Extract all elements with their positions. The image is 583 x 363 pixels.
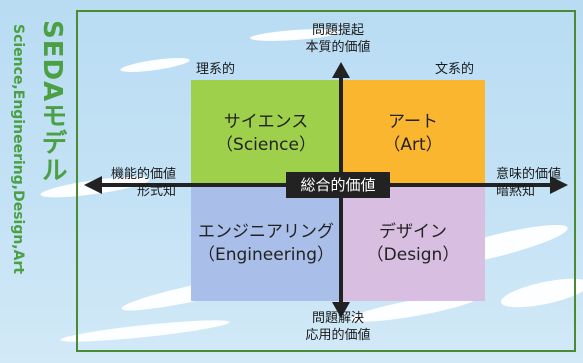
model-title: SEDAモデル (37, 20, 67, 184)
quadrant-science-name: サイエンス (223, 111, 309, 132)
bottom-axis-label: 問題解決 応用的価値 (288, 310, 388, 344)
quadrant-science: サイエンス （Science） (191, 80, 341, 187)
right-arrowhead-icon (550, 176, 568, 194)
left-axis-label-line1: 機能的価値 (110, 167, 176, 182)
center-badge: 総合的価値 (286, 172, 390, 198)
model-subtitle: Science,Engineering,Design,Art (10, 24, 26, 275)
bottom-axis-label-line1: 問題解決 (311, 311, 364, 326)
left-axis-label-line2: 形式知 (136, 184, 176, 199)
quadrant-art: アート （Art） (341, 80, 485, 187)
science-side-label: 理系的 (196, 62, 236, 77)
quadrant-art-name: アート (388, 111, 438, 132)
humanities-side-label: 文系的 (435, 62, 475, 77)
up-arrowhead-icon (332, 62, 350, 78)
quadrant-design-en: （Design） (366, 245, 460, 265)
left-arrowhead-icon (84, 176, 102, 194)
quadrant-science-en: （Science） (216, 134, 316, 155)
right-axis-label: 意味的価値 暗黙知 (496, 166, 576, 200)
quadrant-design-name: デザイン (379, 222, 447, 242)
quadrant-engineering-name: エンジニアリング (198, 222, 334, 242)
quadrant-engineering-en: （Engineering） (198, 245, 334, 265)
top-axis-label: 問題提起 本質的価値 (288, 22, 388, 56)
top-axis-label-line1: 問題提起 (311, 23, 364, 38)
top-axis-label-line2: 本質的価値 (305, 40, 371, 55)
left-axis-label: 機能的価値 形式知 (80, 166, 176, 200)
diagram-frame: 問題提起 本質的価値 理系的 文系的 サイエンス （Science） アート （… (76, 10, 576, 352)
model-title-block: SEDAモデル Science,Engineering,Design,Art (6, 20, 67, 320)
right-axis-label-line1: 意味的価値 (496, 167, 562, 182)
right-axis-label-line2: 暗黙知 (496, 184, 536, 199)
quadrant-art-en: （Art） (383, 134, 443, 155)
quadrant-design: デザイン （Design） (341, 187, 485, 301)
quadrant-engineering: エンジニアリング （Engineering） (191, 187, 341, 301)
down-arrowhead-icon (332, 302, 350, 318)
bottom-axis-label-line2: 応用的価値 (305, 328, 371, 343)
